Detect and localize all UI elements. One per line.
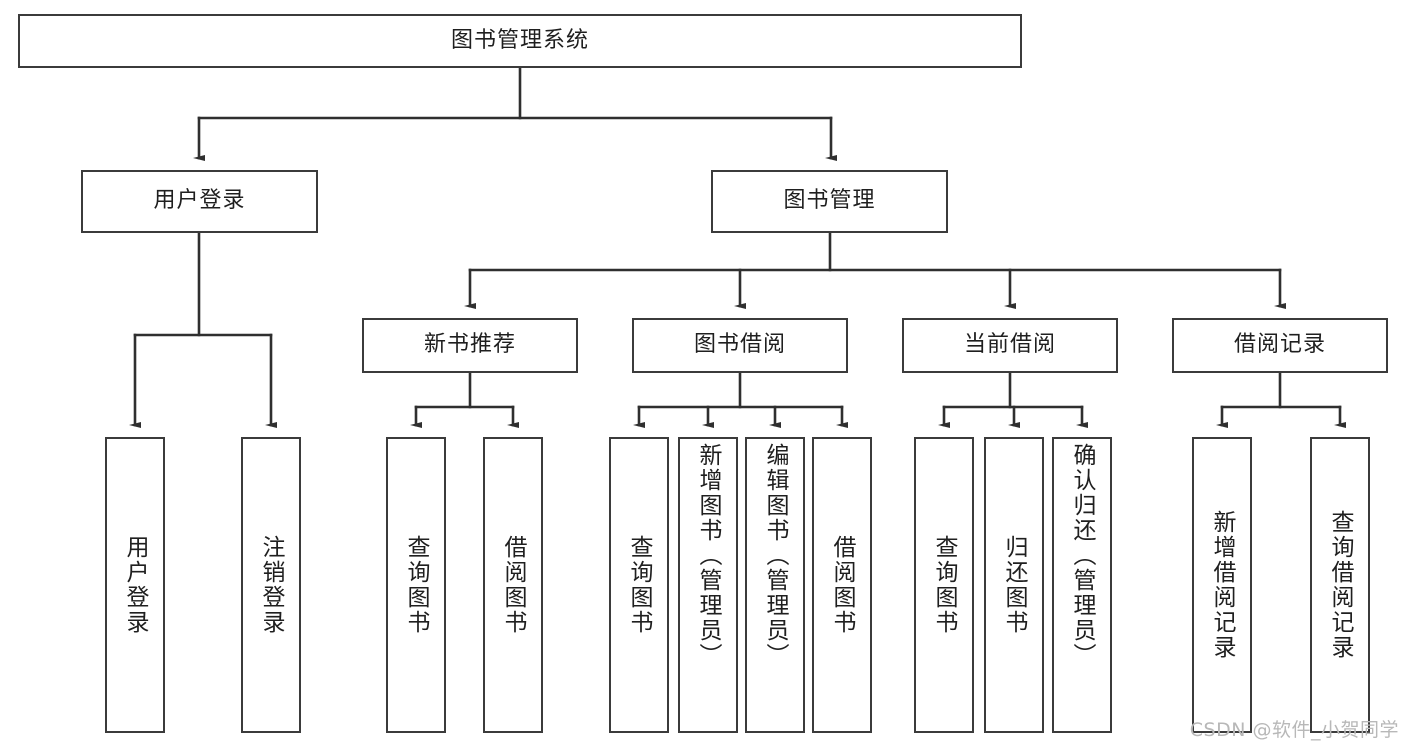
leaf-label: 查询图书: [931, 535, 958, 635]
node-user-login[interactable]: 用户登录: [81, 170, 318, 233]
leaf-label: 注销登录: [258, 535, 285, 635]
leaf-node-query-books-current[interactable]: 查询图书: [914, 437, 974, 733]
node-borrow-records[interactable]: 借阅记录: [1172, 318, 1388, 373]
leaf-node-query-borrow-record[interactable]: 查询借阅记录: [1310, 437, 1370, 733]
leaf-label: 编辑图书（管理员）: [762, 443, 789, 668]
leaf-label: 查询图书: [403, 535, 430, 635]
node-label: 图书借阅: [693, 332, 786, 358]
node-root-label: 图书管理系统: [450, 27, 589, 53]
leaf-label: 查询图书: [626, 535, 653, 635]
leaf-label: 新增图书（管理员）: [695, 443, 722, 668]
node-label: 用户登录: [153, 188, 246, 214]
leaf-node-user-login[interactable]: 用户登录: [105, 437, 165, 733]
node-book-management[interactable]: 图书管理: [711, 170, 948, 233]
leaf-label: 查询借阅记录: [1327, 510, 1354, 660]
leaf-label: 确认归还（管理员）: [1069, 443, 1096, 668]
leaf-label: 归还图书: [1001, 535, 1028, 635]
leaf-node-query-books-recommend[interactable]: 查询图书: [386, 437, 446, 733]
leaf-node-logout[interactable]: 注销登录: [241, 437, 301, 733]
node-label: 图书管理: [783, 188, 876, 214]
leaf-label: 新增借阅记录: [1209, 510, 1236, 660]
leaf-node-add-book-admin[interactable]: 新增图书（管理员）: [678, 437, 738, 733]
leaf-label: 借阅图书: [829, 535, 856, 635]
leaf-node-confirm-return-admin[interactable]: 确认归还（管理员）: [1052, 437, 1112, 733]
leaf-node-edit-book-admin[interactable]: 编辑图书（管理员）: [745, 437, 805, 733]
leaf-node-query-books-borrow[interactable]: 查询图书: [609, 437, 669, 733]
node-root-system[interactable]: 图书管理系统: [18, 14, 1022, 68]
leaf-label: 用户登录: [122, 535, 149, 635]
node-label: 新书推荐: [423, 332, 516, 358]
leaf-node-borrow-books-recommend[interactable]: 借阅图书: [483, 437, 543, 733]
leaf-node-add-borrow-record[interactable]: 新增借阅记录: [1192, 437, 1252, 733]
node-label: 当前借阅: [963, 332, 1056, 358]
node-current-borrow[interactable]: 当前借阅: [902, 318, 1118, 373]
leaf-label: 借阅图书: [500, 535, 527, 635]
leaf-node-borrow-books[interactable]: 借阅图书: [812, 437, 872, 733]
leaf-node-return-books[interactable]: 归还图书: [984, 437, 1044, 733]
node-book-borrow[interactable]: 图书借阅: [632, 318, 848, 373]
node-new-book-recommend[interactable]: 新书推荐: [362, 318, 578, 373]
node-label: 借阅记录: [1233, 332, 1326, 358]
